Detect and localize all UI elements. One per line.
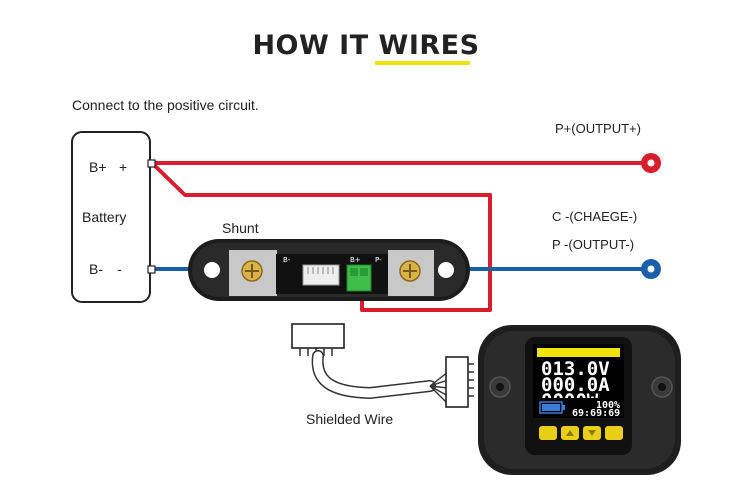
screw-icon xyxy=(241,260,263,282)
battery-neg-label: B- xyxy=(89,261,103,277)
title-underline xyxy=(375,61,470,65)
output-negative-terminal xyxy=(641,259,661,279)
positive-wire xyxy=(150,161,651,312)
battery-level-icon xyxy=(539,401,565,414)
wire-connector-right xyxy=(445,356,469,408)
wire-connector-left xyxy=(291,323,345,349)
pcb-label-b-minus: B- xyxy=(283,256,291,264)
sensor-connector xyxy=(302,264,340,286)
battery-neg-sign: - xyxy=(117,261,122,277)
lcd-header-bar xyxy=(537,348,620,357)
pcb-label-p-minus: P- xyxy=(375,256,382,264)
instruction-text: Connect to the positive circuit. xyxy=(72,97,259,113)
shunt-label: Shunt xyxy=(222,220,259,236)
button-icon[interactable] xyxy=(583,426,601,440)
battery-pos-terminal xyxy=(147,159,156,168)
shielded-wire-label: Shielded Wire xyxy=(306,411,393,427)
battery-neg-terminal xyxy=(147,265,156,274)
lcd-percent: 100% xyxy=(596,400,620,411)
button-icon[interactable] xyxy=(561,426,579,440)
output-negative-label: P -(OUTPUT-) xyxy=(552,237,634,252)
pcb-label-b-plus: B+ xyxy=(350,256,361,264)
battery-label: Battery xyxy=(82,209,126,225)
page-title: HOW IT WIRES xyxy=(252,30,479,61)
button-icon[interactable] xyxy=(605,426,623,440)
battery-pos-label: B+ xyxy=(89,159,107,175)
shielded-wire xyxy=(291,323,474,408)
lcd-time: 69:69:69 xyxy=(572,408,620,419)
output-positive-terminal xyxy=(641,153,661,173)
battery-box xyxy=(71,131,151,303)
output-positive-label: P+(OUTPUT+) xyxy=(555,121,641,136)
charge-negative-label: C -(CHAEGE-) xyxy=(552,209,637,224)
battery-monitor: 013.0V 000.0A 0000W 100% 69:69:69 xyxy=(478,325,681,475)
lcd-current: 000.0A xyxy=(541,374,610,396)
screw-icon xyxy=(399,260,421,282)
button-icon[interactable] xyxy=(539,426,557,440)
lcd-voltage: 013.0V xyxy=(541,358,610,380)
shunt: B- B+ P- xyxy=(188,239,470,301)
battery-pos-sign: + xyxy=(119,159,127,175)
